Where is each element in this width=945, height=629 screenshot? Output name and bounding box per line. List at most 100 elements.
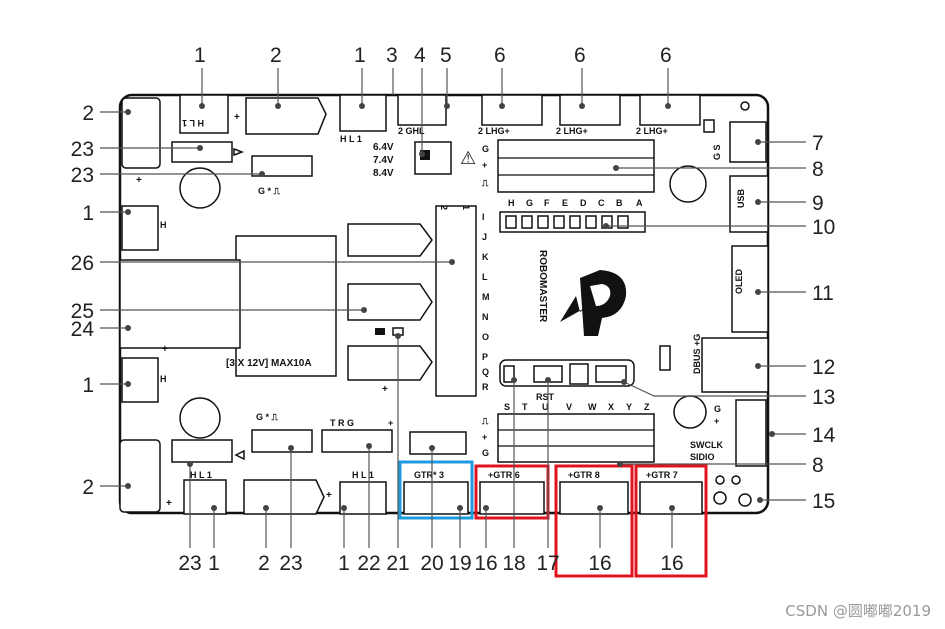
svg-text:GTR* 3: GTR* 3 (414, 470, 444, 480)
svg-text:SWCLK: SWCLK (690, 440, 723, 450)
vertical-header (435, 205, 477, 397)
gtr3-highlight (398, 460, 474, 520)
connector-lhg-b (559, 94, 621, 126)
svg-text:OLED: OLED (734, 268, 744, 294)
callout-number: 8 (812, 454, 824, 477)
power-spec: [3 X 12V] MAX10A (226, 358, 312, 369)
callout-number: 13 (812, 386, 835, 409)
svg-text:I: I (482, 212, 485, 222)
xt-power-connector (119, 259, 241, 349)
svg-text:G: G (482, 144, 489, 154)
callouts-right: 7 8 9 10 11 12 13 14 8 15 (812, 132, 836, 513)
svg-text:S: S (504, 402, 510, 412)
callout-number: 6 (494, 44, 506, 67)
svg-text:H L 1: H L 1 (340, 134, 362, 144)
svg-text:X: X (608, 402, 614, 412)
svg-text:G: G (714, 404, 721, 414)
buzzer-bottom (179, 397, 221, 439)
connector-lhg-a (481, 94, 543, 126)
callout-number: 19 (448, 552, 471, 575)
callout-number: 1 (208, 552, 220, 575)
gtr7-highlight (634, 464, 708, 578)
svg-text:B: B (616, 198, 623, 208)
callout-number: 2 (258, 552, 270, 575)
svg-text:H L 1: H L 1 (182, 118, 204, 128)
svg-text:+: + (382, 384, 388, 395)
callout-number: 21 (386, 552, 409, 575)
port-letters-bottom: S T U V W X Y Z (504, 402, 650, 412)
callout-number: 16 (474, 552, 497, 575)
svg-text:W: W (588, 402, 597, 412)
callout-number: 18 (502, 552, 525, 575)
port-letters-top: H G F E D C B A (508, 198, 643, 208)
callout-number: 16 (660, 552, 683, 575)
svg-text:L: L (482, 272, 488, 282)
svg-text:+GTR 7: +GTR 7 (646, 470, 678, 480)
svg-text:H L 1: H L 1 (190, 470, 212, 480)
svg-text:DBUS +G: DBUS +G (692, 334, 702, 374)
callout-number: 8 (812, 158, 824, 181)
svg-text:O: O (482, 332, 489, 342)
svg-text:G * ⎍: G * ⎍ (256, 412, 279, 422)
svg-text:G: G (526, 198, 533, 208)
svg-text:J: J (482, 232, 487, 242)
svg-text:+: + (136, 175, 142, 186)
callouts-bottom: 23 1 2 23 1 22 21 20 19 16 18 17 16 16 (178, 552, 683, 575)
connector-left-2-bottom (119, 439, 161, 513)
svg-text:USB: USB (736, 188, 746, 208)
callout-number: 23 (178, 552, 201, 575)
callout-number: 1 (82, 374, 94, 397)
callout-number: 2 (270, 44, 282, 67)
svg-text:+: + (166, 498, 172, 509)
svg-text:F: F (544, 198, 550, 208)
svg-text:2 LHG+: 2 LHG+ (556, 126, 588, 136)
callout-number: 15 (812, 490, 835, 513)
callout-number: 1 (82, 202, 94, 225)
connector-left-23a (171, 141, 233, 163)
callout-number: 2 (82, 476, 94, 499)
connector-hl1-top (179, 94, 229, 134)
connector-14 (735, 399, 767, 467)
callout-number: 20 (420, 552, 443, 575)
svg-text:2 LHG+: 2 LHG+ (478, 126, 510, 136)
svg-text:A: A (636, 198, 643, 208)
svg-text:U: U (542, 402, 549, 412)
svg-text:2: 2 (439, 205, 449, 210)
callout-number: 11 (812, 282, 834, 305)
svg-text:H L 1: H L 1 (352, 470, 374, 480)
svg-text:+: + (234, 112, 240, 123)
callout-number: 1 (338, 552, 350, 575)
svg-text:SIDIO: SIDIO (690, 452, 715, 462)
svg-text:2 GHL: 2 GHL (398, 126, 425, 136)
watermark: CSDN @圆嘟嘟2019 (785, 602, 931, 620)
svg-text:H: H (160, 374, 167, 384)
connector-hl1-top2 (339, 94, 387, 132)
svg-text:H: H (160, 220, 167, 230)
connector-left-2-top (121, 97, 161, 169)
callouts-top: 1 2 1 3 4 5 6 6 6 (194, 44, 672, 67)
svg-text:D: D (580, 198, 587, 208)
svg-text:R: R (482, 382, 489, 392)
pwm-header-top (497, 139, 655, 193)
svg-text:K: K (482, 252, 489, 262)
svg-text:G S: G S (712, 144, 722, 160)
svg-text:+: + (326, 490, 332, 501)
svg-text:Z: Z (644, 402, 650, 412)
usb-port (729, 175, 769, 233)
pwm-header-bottom (497, 413, 655, 463)
callout-number: 6 (574, 44, 586, 67)
gtr8-highlight (554, 464, 634, 578)
callout-number: 23 (279, 552, 302, 575)
callout-number: 23 (71, 138, 94, 161)
connector-lhg-c (639, 94, 701, 126)
callout-number: 9 (812, 192, 824, 215)
callout-number: 23 (71, 164, 94, 187)
svg-text:+: + (482, 432, 487, 442)
connector-left-23b (251, 155, 313, 177)
callout-number: 4 (414, 44, 426, 67)
callout-number: 25 (71, 300, 94, 323)
callout-number: 26 (71, 252, 94, 275)
callout-number: 1 (354, 44, 366, 67)
